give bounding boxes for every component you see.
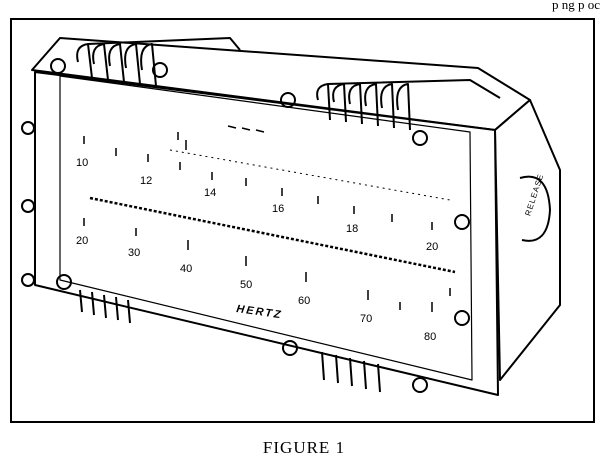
upper-scale-label-3: 16 — [272, 203, 284, 215]
mounting-hole-bottom-right — [412, 377, 428, 393]
mounting-hole-top-left — [50, 58, 66, 74]
mounting-hole-bottom-left — [56, 274, 72, 290]
lower-scale-label-5: 70 — [360, 313, 372, 325]
mounting-hole-top-center — [280, 92, 296, 108]
mounting-hole-top-mid — [152, 62, 168, 78]
frame-hole-left-2 — [21, 199, 35, 213]
mounting-hole-top-right — [412, 130, 428, 146]
upper-scale-ticks — [83, 132, 433, 230]
upper-scale-label-2: 14 — [204, 187, 216, 199]
figure-frame — [10, 18, 595, 423]
reed-indicator-band — [89, 196, 456, 274]
lower-scale-label-3: 50 — [240, 279, 252, 291]
upper-scale-label-1: 12 — [140, 175, 152, 187]
header-partial-text: p ng p oc — [551, 0, 600, 12]
lower-scale-label-1: 30 — [128, 247, 140, 259]
upper-scale-label-0: 10 — [76, 157, 88, 169]
lower-scale-label-2: 40 — [180, 263, 192, 275]
front-bottom-fins — [79, 289, 381, 393]
lower-scale-label-6: 80 — [424, 331, 436, 343]
figure-caption: FIGURE 1 — [262, 438, 346, 457]
mounting-hole-right-lower — [454, 310, 470, 326]
upper-scale-label-4: 18 — [346, 223, 358, 235]
mounting-hole-bottom-center — [282, 340, 298, 356]
lower-scale-label-4: 60 — [298, 295, 310, 307]
upper-scale-label-5: 20 — [426, 241, 438, 253]
frame-hole-left-3 — [21, 273, 35, 287]
frame-hole-left-1 — [21, 121, 35, 135]
release-button — [519, 175, 551, 242]
left-fin-group — [76, 37, 241, 87]
right-fin-group — [316, 79, 501, 131]
mounting-hole-right-upper — [454, 214, 470, 230]
front-panel-inner-edge — [59, 75, 473, 381]
lower-scale-label-0: 20 — [76, 235, 88, 247]
lower-scale-ticks — [83, 218, 451, 312]
